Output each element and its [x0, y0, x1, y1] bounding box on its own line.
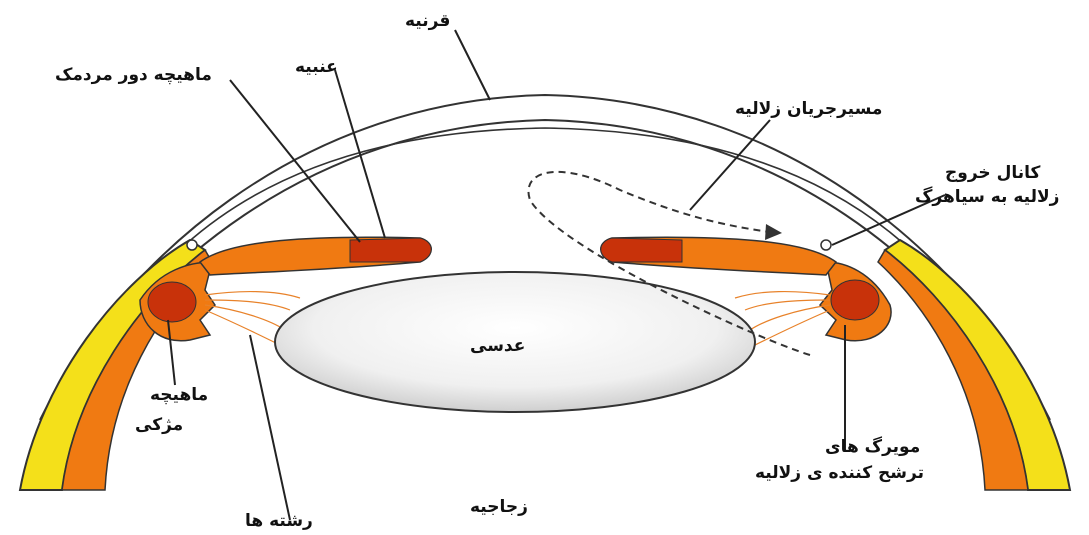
label-vitreous: زجاجیه [470, 496, 528, 518]
leader-pupil-muscle [230, 80, 360, 242]
label-ciliary-line2: مژکی [135, 414, 183, 436]
leader-aqueous [690, 120, 770, 210]
right-drain-canal [821, 240, 831, 250]
iris-right-sphincter [601, 238, 682, 262]
leader-iris [335, 70, 385, 238]
label-pupil-muscle: ماهیچه دور مردمک [55, 64, 212, 86]
label-fibers: رشته ها [245, 510, 313, 532]
label-ciliary-line1: ماهیچه [150, 384, 208, 406]
label-lens: عدسی [470, 335, 525, 357]
iris-left-sphincter [350, 238, 431, 262]
leader-cornea [455, 30, 490, 100]
left-ciliary-muscle [148, 282, 196, 322]
leader-fibers [250, 335, 290, 520]
iris [200, 237, 836, 275]
left-wall [20, 240, 215, 490]
aqueous-flow-arrowhead [765, 224, 782, 240]
label-aqueous-path: مسیرجریان زلالیه [735, 98, 882, 120]
label-iris: عنبیه [295, 56, 338, 78]
label-drain-line2: زلالیه به سیاهرگ [915, 186, 1059, 208]
label-capillaries-line1: مویرگ های [825, 436, 920, 458]
left-drain-canal [187, 240, 197, 250]
label-capillaries-line2: ترشح کننده ی زلالیه [755, 462, 924, 484]
label-cornea: قرنیه [405, 10, 450, 32]
right-ciliary-muscle [831, 280, 879, 320]
label-drain-line1: کانال خروج [945, 162, 1040, 184]
